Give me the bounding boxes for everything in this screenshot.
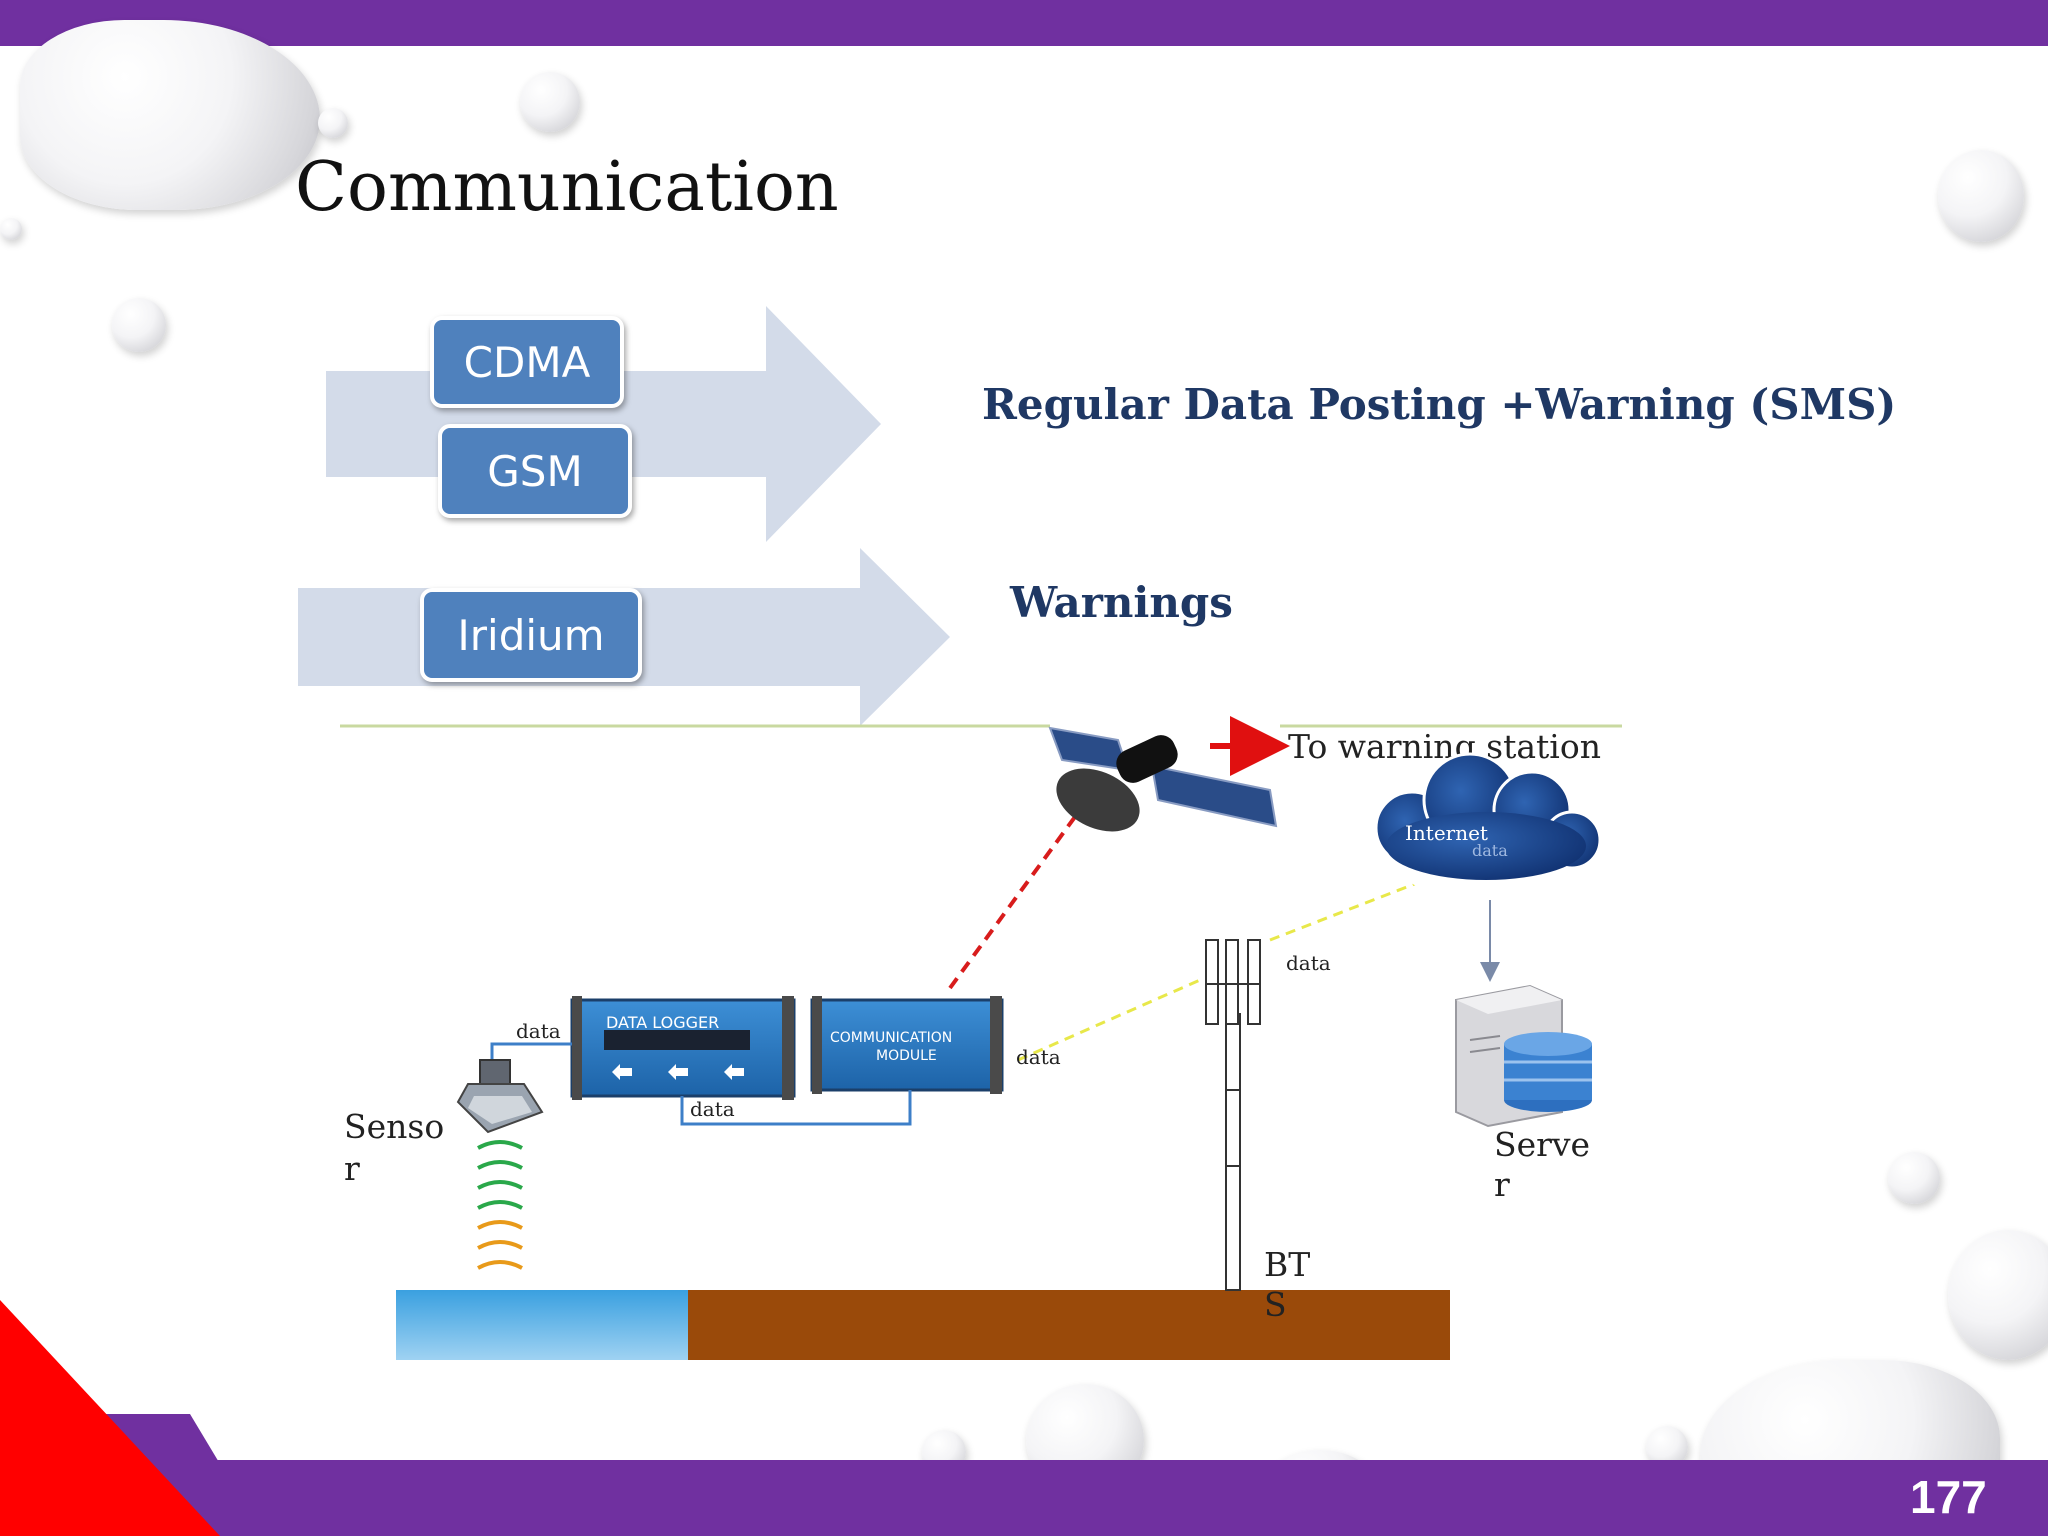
water-body xyxy=(396,1290,688,1360)
droplet-decoration xyxy=(1888,1152,1940,1204)
data-logger-title: DATA LOGGER xyxy=(606,1013,719,1032)
droplet-decoration xyxy=(318,108,348,138)
comm-module-line1: COMMUNICATION xyxy=(830,1030,952,1046)
to-warning-station-label: To warning station xyxy=(1288,727,1601,766)
data-logger-icon xyxy=(570,996,796,1100)
database-icon xyxy=(1504,1032,1592,1112)
bts-cloud-data-label: data xyxy=(1286,951,1331,975)
internet-data-label: data xyxy=(1472,841,1508,860)
communication-module-icon xyxy=(810,996,1004,1094)
droplet-decoration xyxy=(0,218,22,240)
droplet-decoration xyxy=(20,20,320,210)
server-label-line1: Serve xyxy=(1494,1125,1590,1164)
sensor-signal-waves xyxy=(477,1140,523,1270)
sensor-logger-data-label: data xyxy=(516,1019,561,1043)
iridium-pill: Iridium xyxy=(420,588,642,682)
comm-module-line2: MODULE xyxy=(876,1048,937,1064)
sensor-label-line1: Senso xyxy=(344,1107,444,1146)
server-label-line2: r xyxy=(1494,1165,1510,1204)
ground-strip xyxy=(688,1290,1450,1360)
gsm-pill: GSM xyxy=(438,424,632,518)
bts-label-line1: BT xyxy=(1264,1245,1310,1284)
cloud-link xyxy=(1269,876,1431,942)
sensor-label-line2: r xyxy=(344,1149,360,1188)
red-corner-accent xyxy=(0,1300,220,1536)
droplet-decoration xyxy=(1938,150,2024,242)
cdma-pill: CDMA xyxy=(430,316,624,408)
logger-module-data-label: data xyxy=(690,1097,735,1121)
droplet-decoration xyxy=(520,72,580,132)
sensor-logger-connector xyxy=(490,1042,572,1066)
bts-label-line2: S xyxy=(1264,1285,1287,1324)
satellite-icon xyxy=(1048,726,1278,832)
regular-data-label: Regular Data Posting +Warning (SMS) xyxy=(982,380,1897,429)
bottom-bar xyxy=(0,1460,2048,1536)
sensor-icon xyxy=(456,1059,544,1134)
satellite-link xyxy=(948,808,1082,990)
top-bar xyxy=(0,0,2048,46)
page-number: 177 xyxy=(1910,1471,1987,1523)
logger-module-connector xyxy=(680,1090,912,1126)
droplet-decoration xyxy=(1948,1230,2048,1360)
warnings-label: Warnings xyxy=(1010,578,1233,627)
droplet-decoration xyxy=(112,298,166,352)
slide-title: Communication xyxy=(295,148,839,227)
module-bts-data-label: data xyxy=(1016,1045,1061,1069)
internet-label: Internet xyxy=(1405,821,1488,845)
cloud-icon xyxy=(1374,752,1602,898)
tower-icon xyxy=(1205,939,1261,1291)
